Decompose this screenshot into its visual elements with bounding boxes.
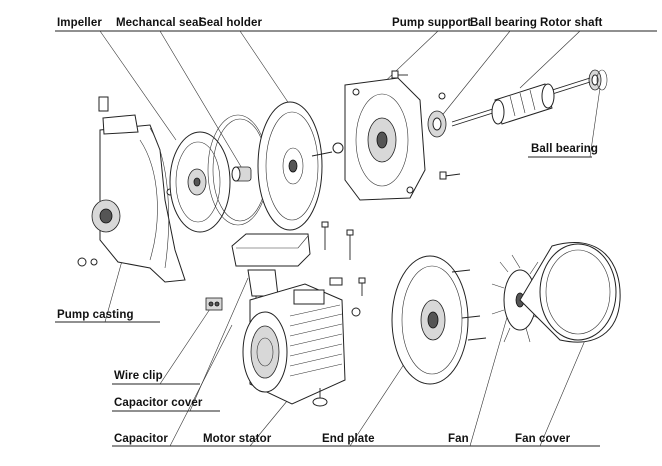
label-motor-stator: Motor stator [203,433,272,445]
label-ball-bearing-top: Ball bearing [470,17,538,29]
rotor-shaft-part [451,77,591,127]
label-ball-bearing-right: Ball bearing [531,143,599,155]
label-impeller: Impeller [57,17,102,29]
label-end-plate: End plate [322,433,375,445]
label-wire-clip: Wire clip [114,370,163,382]
ball-bearing-left-part [427,92,447,138]
label-fan: Fan [448,433,469,445]
fan-cover-part [519,242,621,343]
motor-stator-part [242,283,346,407]
wire-clip-part [205,297,223,311]
label-pump-support: Pump support [392,17,472,29]
label-capacitor: Capacitor [114,433,168,445]
impeller-part [169,131,231,233]
end-plate-part [391,255,487,385]
ball-bearing-right-part [588,69,608,91]
pump-casting-part [77,96,186,283]
label-pump-casting: Pump casting [57,309,134,321]
label-fan-cover: Fan cover [515,433,571,445]
label-rotor-shaft: Rotor shaft [540,17,603,29]
label-seal-holder: Seal holder [199,17,263,29]
label-capacitor-cover: Capacitor cover [114,397,203,409]
label-mechanical-seal: Mechancal seal [116,17,202,29]
pump-support-part [344,70,461,201]
seal-holder-part [257,101,323,231]
capacitor-cover-part [231,233,311,267]
label-underlines [55,30,657,447]
